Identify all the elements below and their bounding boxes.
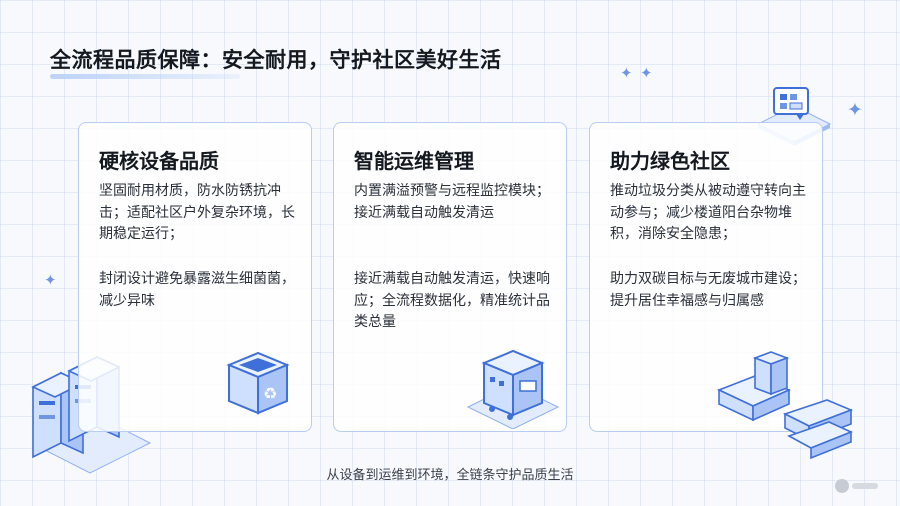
- card-paragraph: 内置满溢预警与远程监控模块；接近满载自动触发清运: [354, 183, 550, 221]
- recycle-bin-icon: ♻: [226, 351, 290, 415]
- building-block-icon: [716, 351, 853, 460]
- card-paragraph: 坚固耐用材质，防水防锈抗冲击；适配社区户外复杂环境，长期稳定运行；: [99, 183, 295, 242]
- card-paragraph: 封闭设计避免暴露滋生细菌菌，减少异味: [99, 271, 295, 309]
- card-paragraph: 接近满载自动触发清运，快速响应；全流程数据化，精准统计品类总量: [354, 271, 550, 330]
- card-title: 助力绿色社区: [610, 149, 730, 173]
- sparkle-icon: ✦: [847, 99, 863, 121]
- sparkle-icon: ✦: [640, 64, 653, 82]
- svg-text:♻: ♻: [263, 384, 277, 403]
- feature-card-smart-operations: 智能运维管理 内置满溢预警与远程监控模块；接近满载自动触发清运 接近满载自动触发…: [333, 122, 567, 432]
- brand-logo-icon: [835, 479, 878, 493]
- sparkle-icon: ✦: [44, 271, 57, 289]
- card-title: 硬核设备品质: [99, 149, 219, 173]
- card-title: 智能运维管理: [354, 149, 474, 173]
- card-paragraph: 助力双碳目标与无废城市建设；提升居住幸福感与归属感: [610, 271, 806, 309]
- sparkle-icon: ✦: [620, 64, 633, 82]
- footer-caption: 从设备到运维到环境，全链条守护品质生活: [326, 468, 574, 483]
- page-title: 全流程品质保障：安全耐用，守护社区美好生活: [50, 48, 502, 72]
- card-paragraph: 推动垃圾分类从被动遵守转向主动参与；减少楼道阳台杂物堆积，消除安全隐患；: [610, 183, 806, 242]
- feature-card-equipment-quality: 硬核设备品质 坚固耐用材质，防水防锈抗冲击；适配社区户外复杂环境，长期稳定运行；…: [78, 122, 312, 432]
- smart-cabinet-icon: [466, 349, 560, 429]
- title-underline: [50, 74, 240, 79]
